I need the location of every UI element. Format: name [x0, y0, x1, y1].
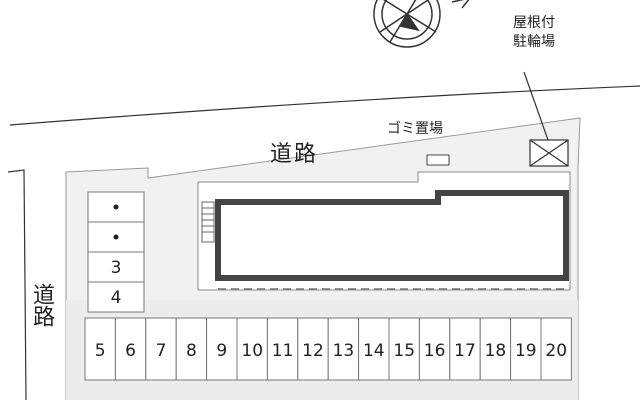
parking-space-number: 16 [424, 341, 446, 361]
parking-space-number: 5 [95, 341, 106, 361]
parking-space-number: 9 [216, 341, 227, 361]
parking-space: 13 [327, 317, 360, 381]
parking-space-number: 6 [125, 341, 136, 361]
parking-space-number: 11 [272, 341, 294, 361]
parking-space-number: 7 [156, 341, 167, 361]
parking-space-number: 8 [186, 341, 197, 361]
parking-space-number: 13 [333, 341, 355, 361]
parking-space-number: 3 [111, 258, 122, 278]
parking-space: 14 [358, 317, 390, 381]
parking-space [87, 191, 145, 223]
roofed-bicycle-parking-label: 屋根付駐輪場 [502, 14, 566, 52]
parking-space-number: 4 [111, 288, 122, 308]
parking-space: 3 [87, 251, 145, 283]
parking-space: 20 [540, 317, 572, 381]
parking-space: 9 [206, 317, 238, 381]
parking-space: 15 [388, 317, 420, 381]
parking-space: 19 [510, 317, 542, 381]
roofed-bicycle-parking-text: 屋根付駐輪場 [502, 14, 566, 52]
parking-space-number: 20 [545, 341, 567, 361]
parking-space-number: 15 [393, 341, 415, 361]
parking-left-column: 34 [87, 191, 145, 313]
parking-space-number: 19 [515, 341, 537, 361]
parking-space: 6 [114, 317, 147, 381]
parking-space: 4 [87, 281, 145, 313]
parking-space-number: 10 [241, 341, 263, 361]
reserved-dot-icon [113, 234, 119, 240]
building [215, 190, 569, 281]
parking-space-number: 14 [363, 341, 385, 361]
parking-space: 8 [175, 317, 208, 381]
parking-space-number: 18 [485, 341, 507, 361]
road-label-left: 道路 [29, 283, 54, 327]
parking-space-number: 17 [454, 341, 476, 361]
roofed-bicycle-parking-line: 屋根付 [513, 15, 555, 31]
road-label-top: 道路 [270, 142, 319, 167]
bicycle-parking-marker [523, 71, 569, 167]
parking-space: 18 [479, 317, 512, 381]
road-edges [7, 85, 640, 400]
garbage-area-marker [426, 154, 450, 166]
parking-space: 16 [418, 317, 451, 381]
roofed-bicycle-parking-line: 駐輪場 [513, 34, 555, 50]
compass-rose-icon [373, 0, 470, 48]
garbage-area-label: ゴミ置場 [387, 121, 443, 137]
reserved-dot-icon [113, 204, 119, 210]
parking-space: 11 [266, 317, 299, 381]
parking-space: 17 [449, 317, 481, 381]
parking-space: 12 [297, 317, 329, 381]
parking-space: 7 [145, 317, 177, 381]
parking-space [87, 221, 145, 253]
parking-space: 10 [236, 317, 268, 381]
parking-space-number: 12 [302, 341, 324, 361]
stairs-icon [201, 201, 215, 243]
parking-space: 5 [84, 317, 116, 381]
